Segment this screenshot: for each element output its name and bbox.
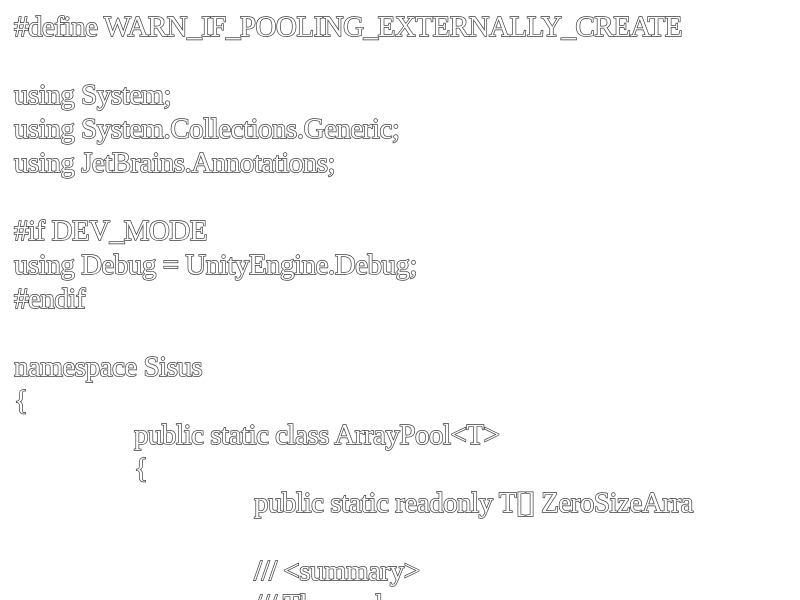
code-line-9: #endif (13, 282, 86, 315)
code-line-7: #if DEV_MODE (13, 214, 208, 247)
code-line-16 (14, 520, 693, 554)
code-line-15: public static readonly T[] ZeroSizeArra (253, 486, 694, 519)
code-line-4: using System.Collections.Generic; (13, 112, 400, 145)
code-lines: #define WARN_IF_POOLING_EXTERNALLY_CREAT… (13, 10, 694, 600)
code-line-18: /// The pool... (14, 588, 693, 600)
code-line-2 (14, 44, 693, 78)
code-line-5: using JetBrains.Annotations; (13, 146, 336, 179)
code-line-1: #define WARN_IF_POOLING_EXTERNALLY_CREAT… (13, 10, 683, 43)
code-line-8: using Debug = UnityEngine.Debug; (13, 248, 418, 281)
code-line-13: public static class ArrayPool<T> (133, 418, 500, 451)
code-line-3: using System; (13, 78, 172, 111)
code-line-12: { (13, 384, 28, 417)
code-line-11: namespace Sisus (13, 350, 203, 383)
code-line-17: /// <summary> (253, 554, 420, 587)
code-line-10 (14, 316, 693, 350)
code-line-14: { (133, 452, 148, 485)
code-line-6 (14, 180, 693, 214)
